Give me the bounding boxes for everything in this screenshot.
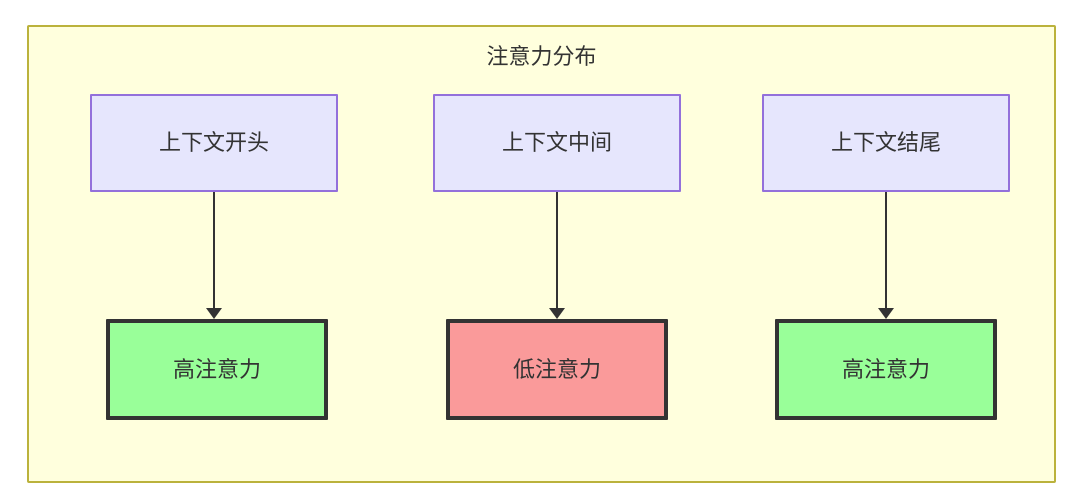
edge-context-start-to-high-attention (203, 192, 225, 319)
edge-line (556, 192, 558, 308)
node-context-middle-label: 上下文中间 (501, 130, 612, 155)
node-low-attention-middle[interactable]: 低注意力 (446, 319, 668, 420)
edge-line (885, 192, 887, 308)
node-high-attention-start[interactable]: 高注意力 (106, 319, 328, 420)
attention-distribution-container: 注意力分布 上下文开头 高注意力 上下文中间 低注意力 上下文结尾 (27, 25, 1056, 483)
node-context-end[interactable]: 上下文结尾 (762, 94, 1010, 192)
edge-context-end-to-high-attention (875, 192, 897, 319)
edge-context-middle-to-low-attention (546, 192, 568, 319)
arrowhead-icon (549, 308, 565, 319)
node-context-start[interactable]: 上下文开头 (90, 94, 338, 192)
arrowhead-icon (206, 308, 222, 319)
node-high-attention-end[interactable]: 高注意力 (775, 319, 997, 420)
node-context-middle[interactable]: 上下文中间 (433, 94, 681, 192)
diagram-title: 注意力分布 (486, 44, 597, 69)
node-high-attention-start-label: 高注意力 (172, 356, 261, 382)
node-high-attention-end-label: 高注意力 (841, 356, 930, 382)
node-low-attention-middle-label: 低注意力 (512, 356, 601, 382)
edge-line (213, 192, 215, 308)
arrowhead-icon (878, 308, 894, 319)
node-context-end-label: 上下文结尾 (830, 130, 941, 155)
node-context-start-label: 上下文开头 (158, 130, 269, 155)
